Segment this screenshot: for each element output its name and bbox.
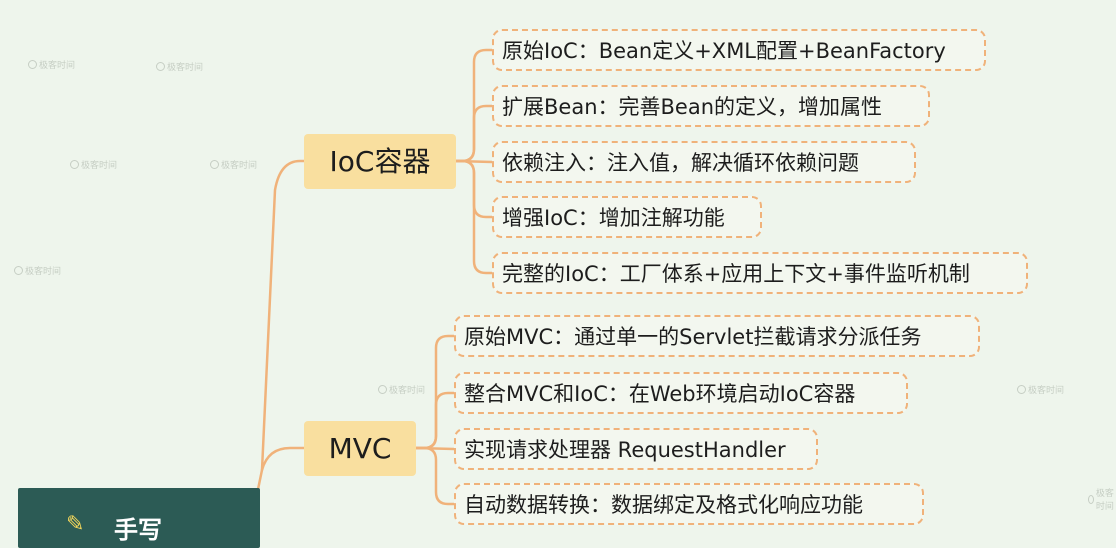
leaf-label: 原始IoC：Bean定义+XML配置+BeanFactory: [502, 39, 946, 63]
watermark-text: 极客时间: [389, 386, 426, 396]
watermark: 极客时间: [70, 158, 117, 171]
watermark: 极客时间: [156, 60, 203, 73]
watermark: 极客时间: [1088, 486, 1116, 512]
leaf-label: 原始MVC：通过单一的Servlet拦截请求分派任务: [464, 325, 922, 349]
watermark-text: 极客时间: [221, 161, 258, 171]
connector-mvc-leaf-3: [414, 446, 456, 506]
watermark-logo-icon: [378, 385, 387, 394]
leaf-label: 依赖注入：注入值，解决循环依赖问题: [502, 151, 859, 175]
watermark: 极客时间: [14, 264, 61, 277]
watermark: 极客时间: [378, 383, 425, 396]
leaf-label: 自动数据转换：数据绑定及格式化响应功能: [464, 493, 863, 517]
ioc-leaf-dependency-injection[interactable]: 依赖注入：注入值，解决循环依赖问题: [492, 141, 916, 183]
watermark-logo-icon: [1017, 385, 1026, 394]
watermark: 极客时间: [1017, 383, 1064, 396]
connector-ioc-leaf-1: [454, 104, 494, 163]
watermark-logo-icon: [70, 160, 79, 169]
mvc-leaf-data-conversion[interactable]: 自动数据转换：数据绑定及格式化响应功能: [454, 483, 924, 525]
topic-mvc-title: MVC: [328, 431, 392, 465]
watermark-text: 极客时间: [1028, 386, 1065, 396]
pencil-icon: ✎: [66, 512, 85, 537]
topic-mvc[interactable]: MVC: [304, 421, 416, 476]
connector-ioc-leaf-4: [454, 159, 494, 275]
mvc-leaf-request-handler[interactable]: 实现请求处理器 RequestHandler: [454, 428, 818, 470]
watermark-logo-icon: [14, 266, 23, 275]
ioc-leaf-enhance-ioc[interactable]: 增强IoC：增加注解功能: [492, 196, 762, 238]
leaf-label: 增强IoC：增加注解功能: [502, 206, 725, 230]
connector-root-ioc: [260, 159, 306, 472]
leaf-label: 整合MVC和IoC：在Web环境启动IoC容器: [464, 382, 856, 406]
watermark-logo-icon: [1088, 494, 1094, 504]
watermark-logo-icon: [156, 62, 165, 71]
ioc-leaf-original-ioc[interactable]: 原始IoC：Bean定义+XML配置+BeanFactory: [492, 29, 986, 71]
connector-canvas: [248, 48, 494, 528]
ioc-leaf-extend-bean[interactable]: 扩展Bean：完善Bean的定义，增加属性: [492, 85, 930, 127]
leaf-label: 实现请求处理器 RequestHandler: [464, 438, 786, 462]
mvc-leaf-original-mvc[interactable]: 原始MVC：通过单一的Servlet拦截请求分派任务: [454, 315, 980, 357]
handwrite-card[interactable]: ✎ 手写: [18, 488, 260, 548]
mvc-leaf-integrate-ioc[interactable]: 整合MVC和IoC：在Web环境启动IoC容器: [454, 372, 908, 414]
watermark-text: 极客时间: [81, 161, 118, 171]
leaf-label: 扩展Bean：完善Bean的定义，增加属性: [502, 95, 883, 119]
ioc-leaf-complete-ioc[interactable]: 完整的IoC：工厂体系+应用上下文+事件监听机制: [492, 252, 1028, 294]
topic-ioc-container[interactable]: IoC容器: [304, 134, 456, 189]
watermark-text: 极客时间: [39, 61, 76, 71]
watermark-text: 极客时间: [25, 267, 62, 277]
watermark-logo-icon: [28, 60, 37, 69]
topic-ioc-title: IoC容器: [329, 144, 431, 178]
watermark: 极客时间: [210, 158, 257, 171]
watermark-logo-icon: [210, 160, 219, 169]
watermark: 极客时间: [28, 58, 75, 71]
watermark-text: 极客时间: [1095, 489, 1114, 512]
leaf-label: 完整的IoC：工厂体系+应用上下文+事件监听机制: [502, 262, 970, 286]
watermark-text: 极客时间: [167, 63, 204, 73]
